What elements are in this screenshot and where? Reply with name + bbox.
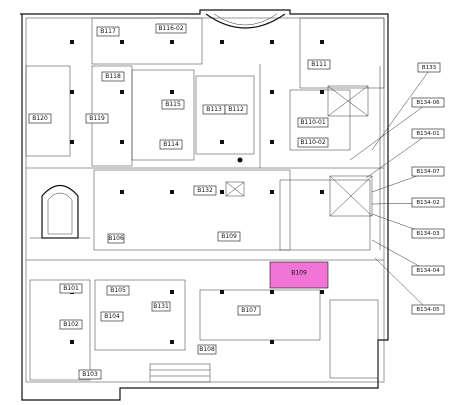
svg-text:B109: B109 xyxy=(291,270,307,277)
svg-text:B134-07: B134-07 xyxy=(416,169,440,175)
unit-b101[interactable]: B101 xyxy=(59,283,83,294)
unit-b132[interactable]: B132 xyxy=(193,185,217,196)
unit-b118[interactable]: B118 xyxy=(101,71,125,82)
unit-b120[interactable]: B120 xyxy=(28,113,52,124)
svg-text:B118: B118 xyxy=(105,73,121,80)
unit-labels: B117 B116-02 B111 B118 B115 B113 B112 B1… xyxy=(28,23,331,380)
svg-text:B111: B111 xyxy=(311,61,327,68)
unit-b109-highlight-label[interactable]: B109 xyxy=(291,270,307,277)
callout-b134-05[interactable]: B134-05 xyxy=(411,304,445,315)
svg-text:B102: B102 xyxy=(63,321,79,328)
svg-text:B106: B106 xyxy=(108,235,124,242)
unit-b131[interactable]: B131 xyxy=(151,301,171,312)
svg-text:B119: B119 xyxy=(89,115,105,122)
unit-b114[interactable]: B114 xyxy=(159,139,183,150)
svg-text:B114: B114 xyxy=(163,141,179,148)
svg-text:B108: B108 xyxy=(199,346,215,353)
svg-text:B134-03: B134-03 xyxy=(416,231,440,237)
svg-text:B113: B113 xyxy=(206,106,222,113)
svg-text:B134-01: B134-01 xyxy=(416,131,439,137)
callout-b134-03[interactable]: B134-03 xyxy=(411,228,445,239)
interior-walls xyxy=(25,17,385,383)
callouts: B133 B134-06 B134-01 B134-07 B134-02 B13… xyxy=(349,62,445,315)
svg-text:B133: B133 xyxy=(422,65,437,71)
unit-b103[interactable]: B103 xyxy=(78,369,102,380)
svg-text:B134-05: B134-05 xyxy=(416,307,440,313)
svg-text:B132: B132 xyxy=(197,187,213,194)
unit-b106[interactable]: B106 xyxy=(107,233,125,244)
unit-b110-01[interactable]: B110-01 xyxy=(297,117,329,128)
callout-b134-04[interactable]: B134-04 xyxy=(411,265,445,276)
unit-b105[interactable]: B105 xyxy=(106,285,130,296)
svg-text:B109: B109 xyxy=(221,233,237,240)
svg-text:B131: B131 xyxy=(153,303,169,310)
svg-text:B120: B120 xyxy=(32,115,48,122)
unit-b107[interactable]: B107 xyxy=(237,305,261,316)
unit-b116-02[interactable]: B116-02 xyxy=(155,23,187,34)
callout-b134-01[interactable]: B134-01 xyxy=(411,128,445,139)
unit-b102[interactable]: B102 xyxy=(59,319,83,330)
unit-b112[interactable]: B112 xyxy=(224,104,248,115)
unit-b111[interactable]: B111 xyxy=(307,59,331,70)
svg-text:B134-06: B134-06 xyxy=(416,100,440,106)
building-outline xyxy=(20,9,389,401)
callout-b134-02[interactable]: B134-02 xyxy=(411,197,445,208)
svg-text:B116-02: B116-02 xyxy=(158,25,184,32)
svg-text:B115: B115 xyxy=(165,101,181,108)
svg-text:B104: B104 xyxy=(104,313,120,320)
unit-b110-02[interactable]: B110-02 xyxy=(297,137,329,148)
svg-text:B112: B112 xyxy=(228,106,244,113)
unit-b109[interactable]: B109 xyxy=(217,231,241,242)
unit-b115[interactable]: B115 xyxy=(161,99,185,110)
svg-text:B103: B103 xyxy=(82,371,98,378)
unit-b119[interactable]: B119 xyxy=(85,113,109,124)
svg-text:B134-02: B134-02 xyxy=(416,200,439,206)
svg-text:B105: B105 xyxy=(110,287,126,294)
unit-b113[interactable]: B113 xyxy=(202,104,226,115)
unit-b104[interactable]: B104 xyxy=(100,311,124,322)
svg-text:B101: B101 xyxy=(63,285,79,292)
svg-text:B117: B117 xyxy=(100,28,116,35)
unit-b117[interactable]: B117 xyxy=(96,26,120,37)
callout-b134-07[interactable]: B134-07 xyxy=(411,166,445,177)
svg-text:B110-01: B110-01 xyxy=(300,119,326,126)
svg-text:B110-02: B110-02 xyxy=(300,139,326,146)
highlighted-unit-b109[interactable] xyxy=(269,261,329,289)
svg-text:B107: B107 xyxy=(241,307,257,314)
callout-b134-06[interactable]: B134-06 xyxy=(411,97,445,108)
svg-text:B134-04: B134-04 xyxy=(416,268,440,274)
callout-b133[interactable]: B133 xyxy=(417,62,441,73)
unit-b108[interactable]: B108 xyxy=(197,344,217,355)
